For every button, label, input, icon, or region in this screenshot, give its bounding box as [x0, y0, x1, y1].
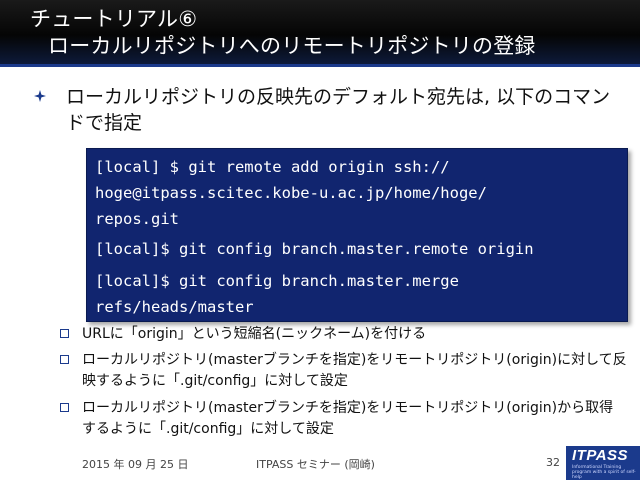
code-line: hoge@itpass.scitec.kobe-u.ac.jp/home/hog… [95, 184, 487, 202]
code-line: refs/heads/master [95, 298, 254, 316]
main-bullet-text: ローカルリポジトリの反映先のデフォルト宛先は, 以下のコマンドで指定 [66, 86, 611, 134]
footer-date: 2015 年 09 月 25 日 [82, 458, 189, 471]
slide-title-line-2: ローカルリポジトリへのリモートリポジトリの登録 [48, 34, 536, 58]
code-line: [local] $ git remote add origin ssh:// [95, 158, 450, 176]
code-line: [local]$ git config branch.master.merge [95, 272, 459, 290]
slide-footer: 2015 年 09 月 25 日 ITPASS セミナー (岡崎) 32 [0, 446, 640, 480]
code-line: repos.git [95, 210, 179, 228]
sub-bullet-text: ローカルリポジトリ(masterブランチを指定)をリモートリポジトリ(origi… [82, 352, 627, 389]
code-line: [local]$ git config branch.master.remote… [95, 240, 534, 258]
itpass-logo: ITPASS Informational Training program wi… [566, 446, 640, 480]
square-bullet-icon [60, 329, 69, 338]
sub-bullet-text: ローカルリポジトリ(masterブランチを指定)をリモートリポジトリ(origi… [82, 400, 614, 437]
logo-subtitle: Informational Training program with a sp… [572, 465, 636, 480]
square-bullet-icon [60, 355, 69, 364]
code-block: [local] $ git remote add origin ssh:// h… [86, 148, 628, 322]
title-divider [0, 64, 640, 67]
diamond-bullet-icon [34, 90, 46, 102]
footer-presenter: ITPASS セミナー (岡崎) [256, 458, 375, 471]
slide-title-bar: チュートリアル⑥ ローカルリポジトリへのリモートリポジトリの登録 [0, 0, 640, 64]
square-bullet-icon [60, 403, 69, 412]
page-number: 32 [546, 456, 560, 469]
sub-bullet-text: URLに「origin」という短縮名(ニックネーム)を付ける [82, 326, 427, 342]
logo-text: ITPASS [572, 447, 629, 464]
slide-title-line-1: チュートリアル⑥ [30, 7, 198, 31]
